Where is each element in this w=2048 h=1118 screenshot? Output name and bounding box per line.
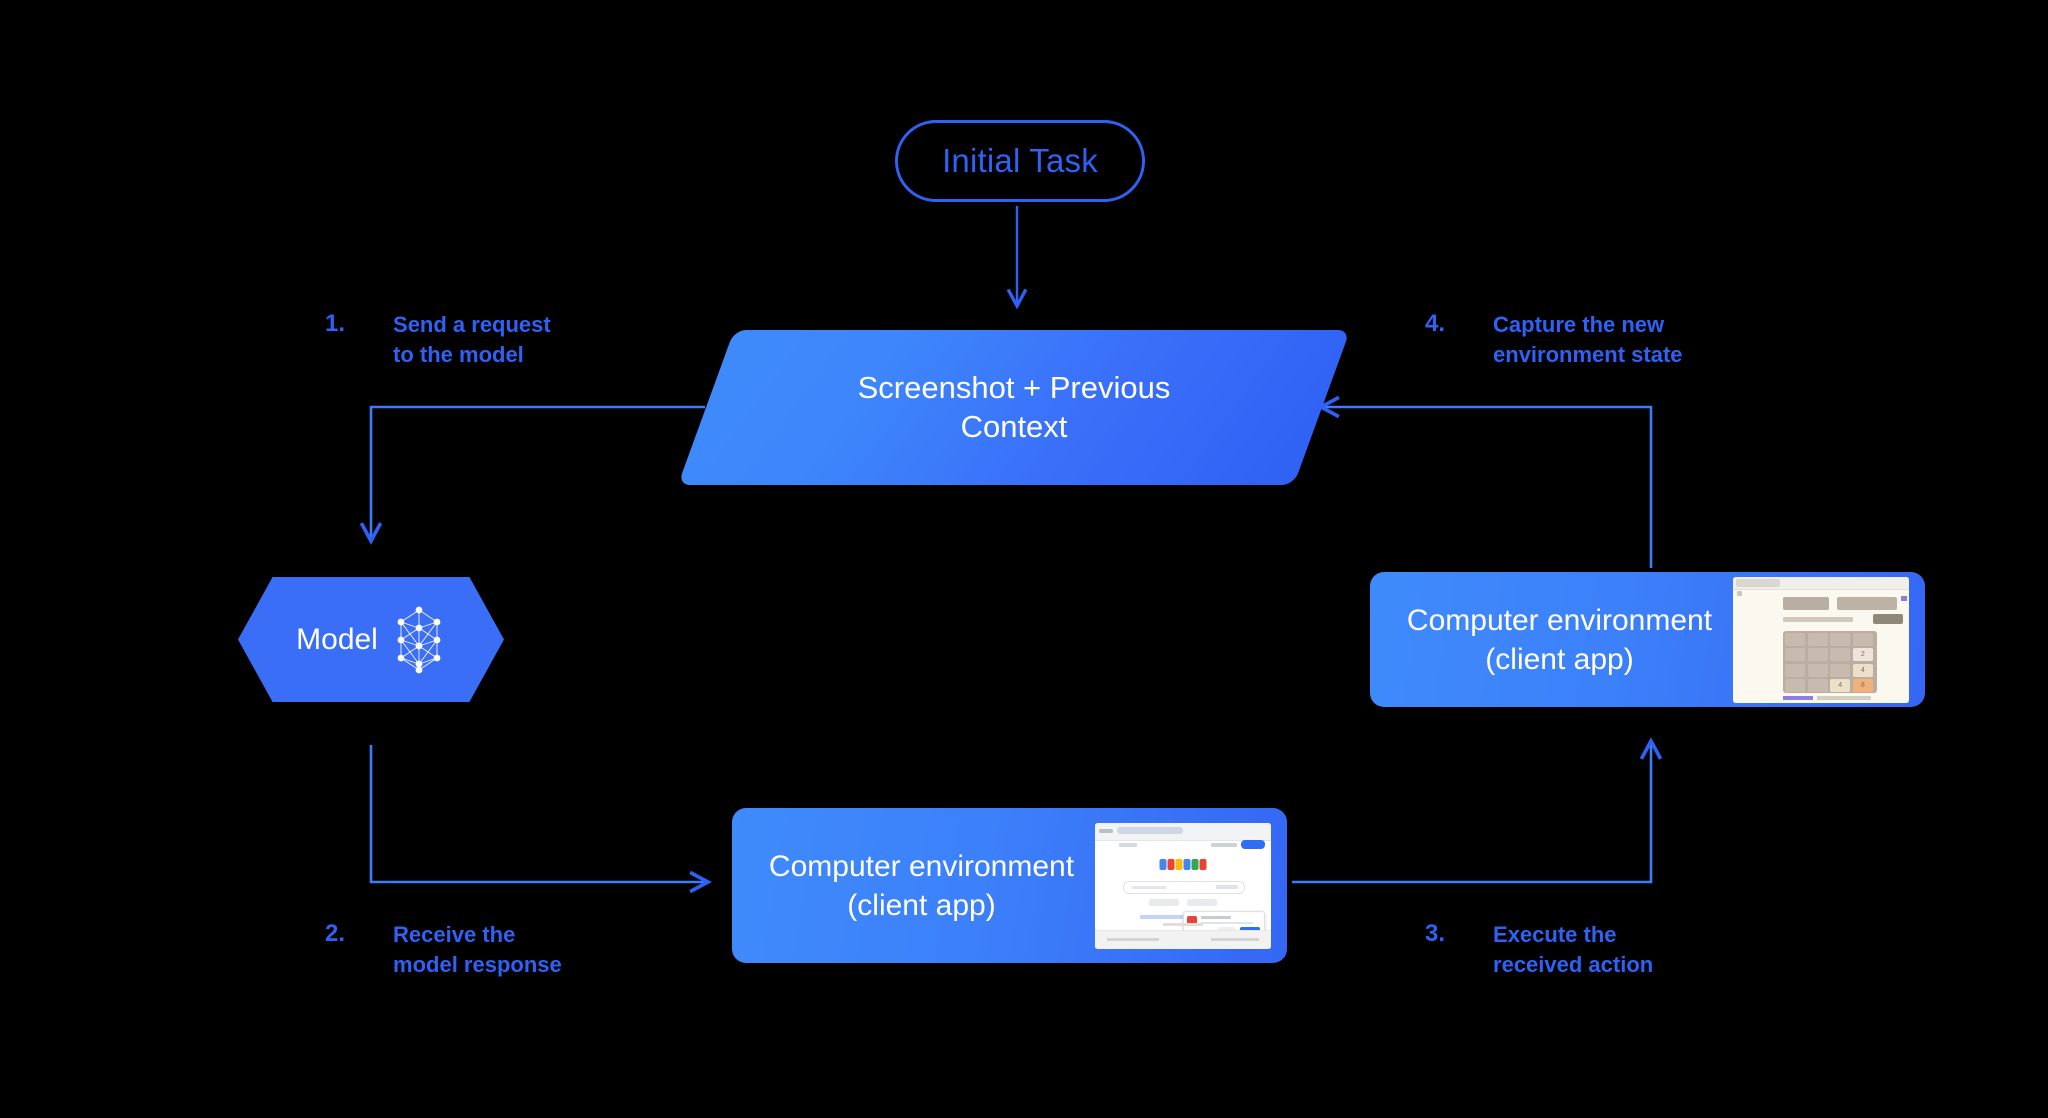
popup-icon (1187, 915, 1197, 926)
screenshot-context-label: Screenshot + Previous Context (706, 330, 1322, 485)
step-1-text: Send a request to the model (393, 312, 551, 367)
board-tile: 8 (1852, 679, 1873, 693)
search-placeholder (1132, 885, 1166, 889)
node-computer-environment-bottom[interactable]: Computer environment (client app) (732, 808, 1287, 963)
google-logo-letter (1183, 858, 1191, 870)
search-icons (1216, 884, 1238, 889)
connector-env-right-to-context (1317, 395, 1653, 568)
board-tile: 2 (1852, 648, 1873, 662)
popup-title (1201, 915, 1231, 919)
footer-left-links (1107, 937, 1159, 941)
env-bottom-line1: Computer environment (768, 849, 1075, 883)
step-label-4: 4. Capture the new environment state (1425, 310, 1683, 369)
browser-tab (1736, 578, 1780, 587)
page-footer (1095, 922, 1271, 949)
step-label-2: 2. Receive the model response (325, 920, 562, 979)
step-3-text: Execute the received action (1493, 922, 1654, 977)
connector-context-to-model (359, 405, 705, 545)
thumbnail-google-search (1095, 822, 1271, 949)
step-label-3: 3. Execute the received action (1425, 920, 1653, 979)
env-right-label: Computer environment (client app) (1370, 601, 1733, 679)
step-2-number: 2. (325, 920, 346, 947)
page-top-links (1119, 842, 1137, 847)
env-bottom-line2: (client app) (847, 888, 996, 922)
browser-dot-icon (1737, 590, 1742, 596)
step-1-number: 1. (325, 310, 346, 337)
env-right-line2: (client app) (1485, 642, 1634, 676)
google-logo-letter (1199, 858, 1207, 870)
board-cell (1807, 648, 1828, 662)
board-cell (1830, 648, 1851, 662)
screenshot-context-line2: Context (960, 408, 1068, 444)
search-buttons[interactable] (1149, 898, 1217, 906)
new-game-button[interactable] (1873, 613, 1903, 624)
board-cell (1807, 679, 1828, 693)
sign-in-button[interactable] (1241, 839, 1265, 849)
env-bottom-label: Computer environment (client app) (732, 847, 1095, 925)
google-logo-letter (1175, 858, 1183, 870)
node-initial-task[interactable]: Initial Task (895, 120, 1145, 202)
step-4-number: 4. (1425, 310, 1446, 337)
footer-middle (1163, 922, 1203, 926)
step-4-text: Capture the new environment state (1493, 312, 1683, 367)
step-label-1: 1. Send a request to the model (325, 310, 551, 369)
footer-link (1783, 695, 1813, 700)
search-box[interactable] (1123, 880, 1245, 894)
browser-url-bar[interactable] (1117, 826, 1183, 834)
board-cell (1807, 632, 1828, 646)
board-cell (1785, 632, 1805, 646)
screenshot-context-line1: Screenshot + Previous (857, 369, 1171, 405)
board-cell (1807, 663, 1828, 677)
game-title-2048 (1783, 596, 1829, 610)
connector-model-to-env-bottom (369, 745, 712, 894)
node-model[interactable]: Model (238, 577, 504, 702)
initial-task-label: Initial Task (942, 142, 1098, 179)
footer-text (1817, 695, 1871, 700)
step-2-text: Receive the model response (393, 922, 562, 977)
board-cell (1785, 648, 1805, 662)
board-tile: 4 (1830, 679, 1851, 693)
footer-right-links (1211, 937, 1259, 941)
connector-env-bottom-to-env-right (1292, 737, 1663, 884)
step-3-number: 3. (1425, 920, 1446, 947)
neural-network-icon (397, 606, 441, 673)
header-links (1901, 595, 1907, 601)
env-right-line1: Computer environment (1406, 603, 1713, 637)
board-cell (1830, 663, 1851, 677)
board-cell (1785, 663, 1805, 677)
google-logo-icon (1159, 858, 1207, 870)
node-screenshot-context[interactable]: Screenshot + Previous Context (677, 330, 1351, 485)
board-cell (1852, 632, 1873, 646)
board-tile: 4 (1852, 663, 1873, 677)
board-cell (1830, 632, 1851, 646)
google-logo-letter (1159, 858, 1167, 870)
game-subtitle (1783, 616, 1853, 622)
board-cell (1785, 679, 1805, 693)
header-links (1211, 842, 1237, 847)
browser-nav-icons (1099, 828, 1113, 833)
score-boxes (1837, 596, 1897, 610)
model-label: Model (296, 622, 378, 656)
google-logo-letter (1167, 858, 1175, 870)
google-logo-letter (1191, 858, 1199, 870)
hexagon-shape (238, 577, 504, 702)
popup-body (1201, 921, 1253, 924)
